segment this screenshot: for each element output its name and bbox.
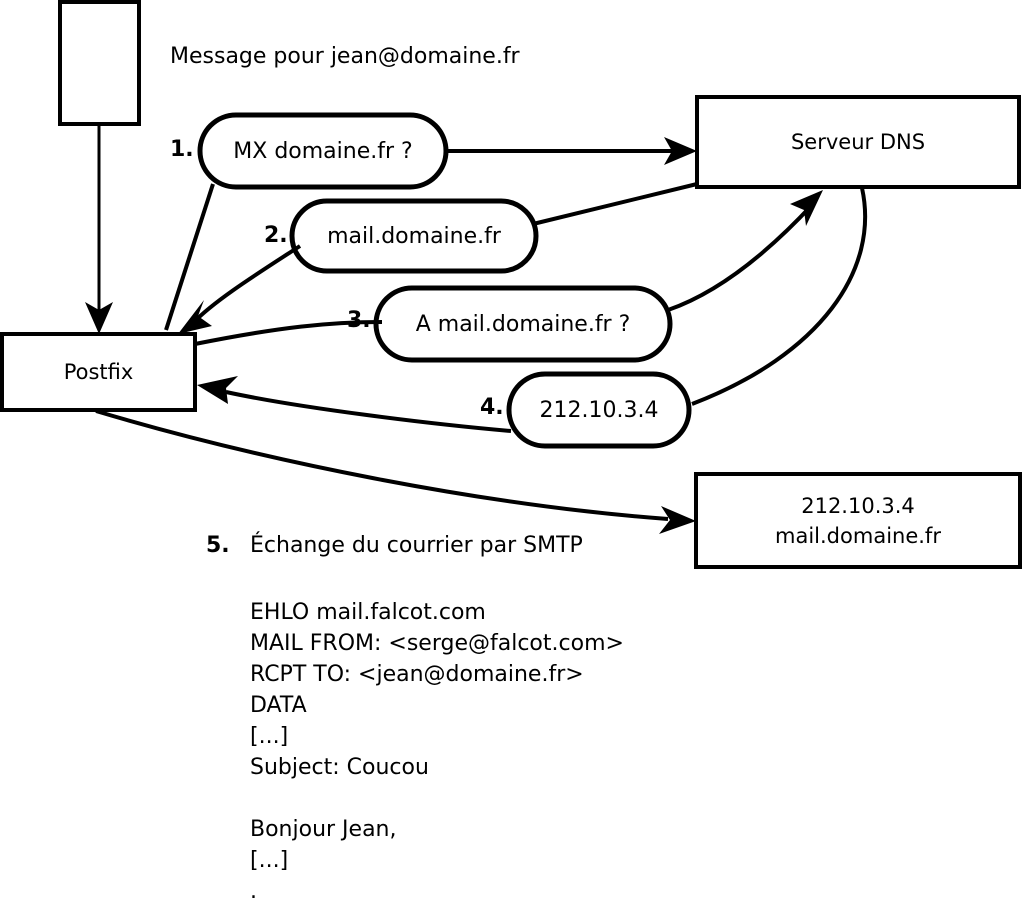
- step4-to-postfix-line: [225, 390, 512, 433]
- postfix-to-step3-line: [194, 320, 383, 346]
- dns-box[interactable]: Serveur DNS: [697, 97, 1019, 187]
- step-1-label: MX domaine.fr ?: [233, 138, 413, 164]
- client-box[interactable]: [60, 2, 139, 124]
- step3-to-dns-line: [667, 203, 814, 312]
- mail-box-ip-label: 212.10.3.4: [801, 493, 915, 518]
- client-to-postfix-arrowhead: [85, 302, 113, 334]
- postfix-to-mail-arrowhead: [659, 506, 696, 534]
- step-4-bubble-shape: [506, 371, 692, 449]
- step-5-label: Échange du courrier par SMTP: [250, 533, 583, 558]
- postfix-box-label: Postfix: [63, 360, 134, 384]
- smtp-transcript: EHLO mail.falcot.com MAIL FROM: <serge@f…: [250, 600, 770, 910]
- postfix-box[interactable]: Postfix: [2, 334, 195, 410]
- message-caption: Message pour jean@domaine.fr: [170, 44, 520, 69]
- postfix-to-step1-line: [164, 183, 215, 331]
- smtp-line-blank: [250, 786, 770, 817]
- step-4-number: 4.: [480, 395, 504, 420]
- step3-to-dns-arrowhead: [790, 190, 823, 226]
- mail-box-host-label: mail.domaine.fr: [775, 523, 941, 548]
- smtp-line: DATA: [250, 693, 307, 718]
- step-1-bubble[interactable]: MX domaine.fr ?: [200, 115, 446, 187]
- mail-box-shape: [694, 472, 1022, 569]
- step-2-number: 2.: [264, 223, 288, 248]
- smtp-line: [...]: [250, 848, 289, 873]
- step1-to-dns-arrowhead: [664, 137, 697, 165]
- step2-to-postfix-line: [191, 244, 302, 325]
- dns-box-shape: [695, 95, 1021, 189]
- step4-to-postfix-arrowhead: [197, 376, 238, 404]
- step-2-bubble-shape: [289, 198, 539, 274]
- step2-to-postfix-arrowhead: [178, 300, 212, 334]
- smtp-line: [...]: [250, 724, 289, 749]
- smtp-line: Subject: Coucou: [250, 755, 429, 780]
- step-2-label: mail.domaine.fr: [327, 223, 501, 249]
- step-4-label: 212.10.3.4: [539, 397, 659, 423]
- mail-server-box[interactable]: 212.10.3.4 mail.domaine.fr: [696, 474, 1020, 567]
- smtp-line: RCPT TO: <jean@domaine.fr>: [250, 662, 584, 687]
- step-1-number: 1.: [170, 137, 194, 162]
- step-3-label: A mail.domaine.fr ?: [415, 311, 631, 337]
- dns-to-step2-line: [532, 182, 698, 226]
- smtp-line: EHLO mail.falcot.com: [250, 600, 486, 625]
- step-2-bubble[interactable]: mail.domaine.fr: [292, 201, 536, 271]
- smtp-line: MAIL FROM: <serge@falcot.com>: [250, 631, 624, 656]
- step-3-number: 3.: [347, 308, 371, 333]
- dns-box-label: Serveur DNS: [790, 130, 926, 154]
- smtp-line: .: [250, 879, 257, 904]
- step-3-bubble[interactable]: A mail.domaine.fr ?: [376, 288, 670, 360]
- dns-to-step4-line: [691, 187, 868, 406]
- smtp-line: Bonjour Jean,: [250, 817, 397, 842]
- postfix-to-mail-line: [95, 409, 669, 521]
- step-4-bubble[interactable]: 212.10.3.4: [509, 374, 689, 446]
- step-5-number: 5.: [206, 533, 230, 558]
